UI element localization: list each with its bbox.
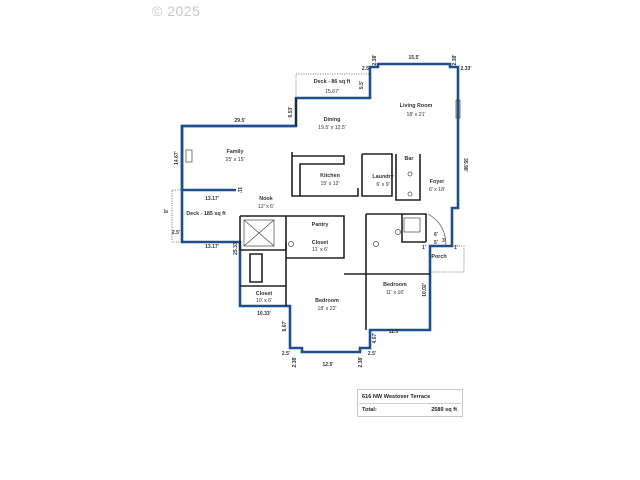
- room-size-kitchen: 15' x 12': [321, 181, 340, 187]
- dim-label: 12.5': [323, 362, 334, 368]
- info-divider: [359, 403, 461, 404]
- dim-label: 25.33': [233, 241, 239, 255]
- dim-label: 2.5': [368, 351, 376, 357]
- wall-family-top: [180, 124, 296, 190]
- room-name-dining: Dining: [324, 117, 341, 123]
- dim-label: 14.67': [174, 151, 180, 165]
- room-size-laundry: 6' x 9': [376, 182, 389, 188]
- room-name-kitchen: Kitchen: [320, 173, 340, 179]
- room-name-bar: Bar: [405, 156, 415, 162]
- interior-walls: [239, 98, 430, 330]
- room-name-nook: Nook: [259, 196, 272, 202]
- room-size-deck-top: 15.67': [325, 89, 339, 95]
- dim-label: 6': [434, 232, 438, 238]
- room-name-living: Living Room: [400, 103, 433, 109]
- room-size-foyer: 6' x 18': [429, 187, 445, 193]
- room-name-closet-mid: Closet: [312, 240, 329, 246]
- dim-label: 2.5': [172, 230, 180, 236]
- fixtures: [185, 99, 461, 247]
- room-size-bedroom-right: 11' x 16': [386, 290, 405, 296]
- dim-label: 2.38': [372, 55, 378, 66]
- room-labels: Deck - 86 sq ft 15.67' Living Room 18' x…: [186, 79, 446, 312]
- copyright-mark: © 2025: [152, 3, 201, 19]
- room-name-family: Family: [226, 149, 243, 155]
- dim-label: 2.33': [461, 66, 472, 72]
- dim-label: 2.38': [358, 357, 364, 368]
- dim-label: 4.67': [372, 333, 378, 344]
- dim-label: 11': [236, 187, 242, 193]
- room-name-porch: Porch: [431, 254, 446, 260]
- dim-label: 8.67': [282, 321, 288, 332]
- dim-label: 3': [442, 238, 446, 244]
- room-size-family: 25' x 15': [226, 157, 245, 163]
- exterior-walls: [180, 62, 460, 354]
- dim-label: 1': [422, 245, 426, 251]
- room-size-dining: 19.5' x 12.5': [318, 125, 346, 131]
- dim-label: 35.98': [462, 158, 468, 172]
- room-name-deck-top: Deck - 86 sq ft: [314, 79, 351, 85]
- room-size-living: 18' x 21': [407, 112, 426, 118]
- dim-label: 13.17': [205, 244, 219, 250]
- dim-label: 10.02': [422, 283, 428, 297]
- dimension-labels: 15.5' 2.5' 2.38' 2.38' 2.33' 5.5' 6.53' …: [164, 55, 471, 368]
- dim-label: 6.53': [288, 107, 294, 118]
- room-name-bedroom-main: Bedroom: [315, 298, 339, 304]
- room-name-closet-low: Closet: [256, 291, 273, 297]
- dim-label: 8': [164, 209, 170, 213]
- room-name-bedroom-right: Bedroom: [383, 282, 407, 288]
- address-label: 616 NW Westover Terrace: [362, 394, 431, 400]
- room-size-closet-low: 10' x 6': [256, 298, 272, 304]
- dim-label: 1': [454, 245, 458, 251]
- dim-label: 2.5': [362, 66, 370, 72]
- room-name-laundry: Laundry: [372, 174, 393, 180]
- info-box: 616 NW Westover Terrace Total: 2589 sq f…: [357, 389, 463, 417]
- total-value: 2589 sq ft: [431, 407, 457, 413]
- dim-label: 29.5': [235, 118, 246, 124]
- dim-label: 13.17': [205, 196, 219, 202]
- dim-label: 5.5': [359, 81, 365, 89]
- dim-label: 10.33': [257, 311, 271, 317]
- room-size-nook: 12' x 6': [258, 204, 274, 210]
- room-name-pantry: Pantry: [312, 222, 329, 228]
- room-name-foyer: Foyer: [430, 179, 446, 185]
- dim-label: 2.38': [292, 357, 298, 368]
- dim-label: 2.5': [282, 351, 290, 357]
- total-label: Total:: [362, 407, 377, 413]
- room-size-bedroom-main: 18' x 22': [318, 306, 337, 312]
- dim-label: 15.5': [409, 55, 420, 61]
- dim-label: 2.38': [452, 55, 458, 66]
- dim-label: 11.5': [389, 329, 400, 335]
- room-name-deck-left: Deck - 185 sq ft: [186, 211, 226, 217]
- room-size-closet-mid: 11' x 6': [312, 247, 328, 253]
- dim-label: 5': [434, 240, 438, 246]
